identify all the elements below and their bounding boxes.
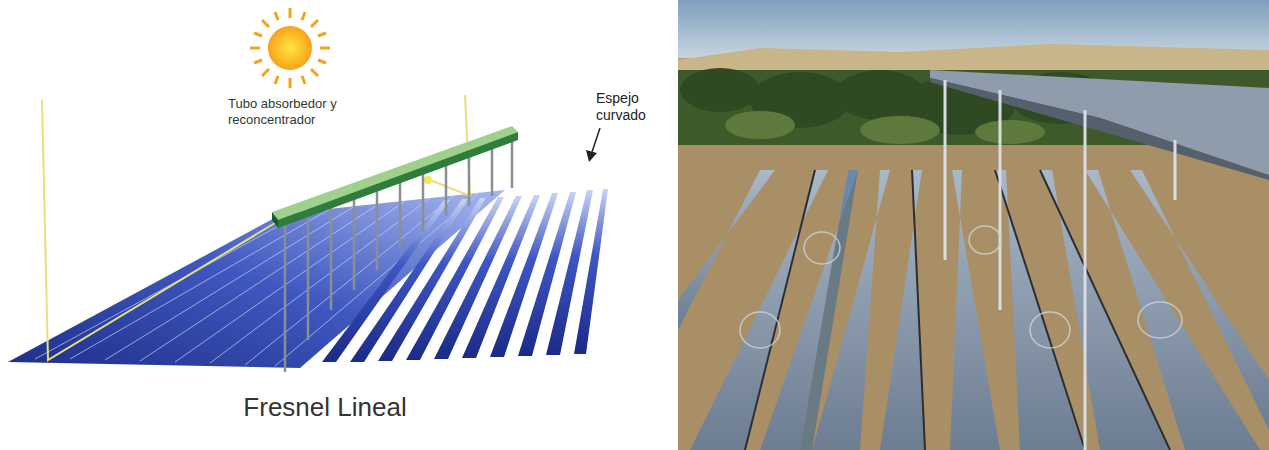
plant-photo: [678, 0, 1269, 450]
focus-point: [424, 176, 432, 184]
leader-arrow: [586, 128, 600, 162]
sun-symbol: [250, 8, 330, 88]
caption: Fresnel Lineal: [160, 392, 490, 423]
part-label: Tubo absorbedor y reconcentrador: [228, 96, 353, 127]
receiver-tube: [272, 126, 518, 372]
light-ray: [42, 95, 470, 360]
part-label: Espejo curvado: [596, 90, 658, 124]
